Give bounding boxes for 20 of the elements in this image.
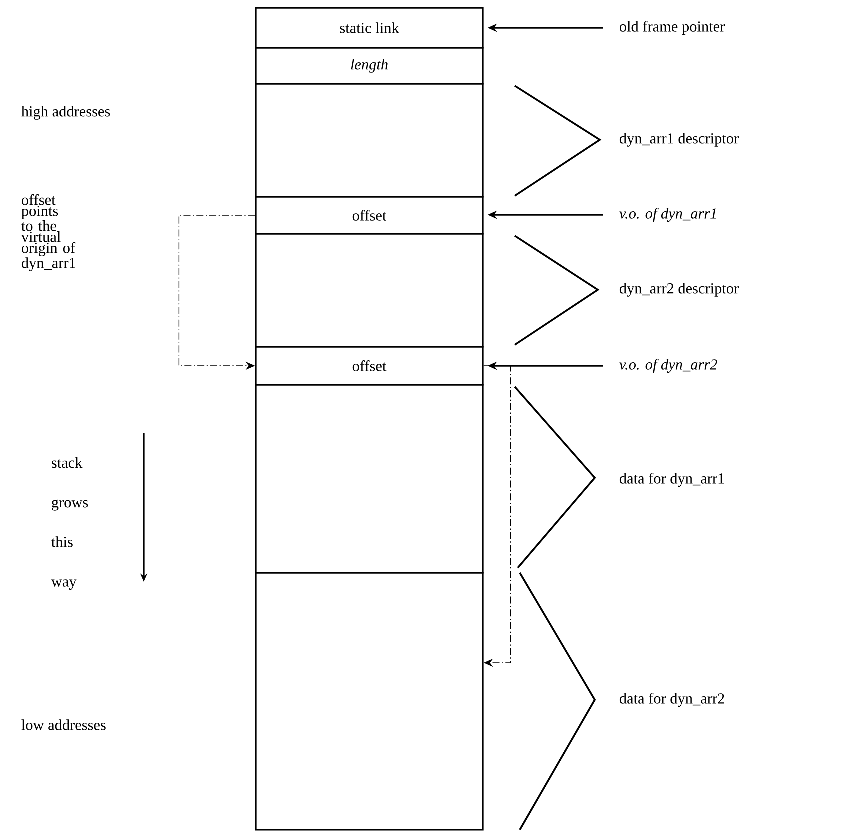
stack-cell: length <box>255 47 484 85</box>
side-label: low addresses <box>22 720 106 730</box>
pointer-label: old frame pointer <box>620 21 726 35</box>
side-label: dyn_arr1 descriptor <box>620 133 739 147</box>
side-label: dyn_arr2 descriptor <box>620 283 739 297</box>
stack-cell: offset <box>255 196 484 235</box>
side-note: offset points to the virtual origin of dyn_arr1 <box>21 194 76 272</box>
stack-cell: static link <box>255 7 484 49</box>
pointer-label: v.o. of dyn_arr1 <box>620 208 716 222</box>
stack-block <box>255 83 484 198</box>
stack-block <box>255 572 484 831</box>
side-label: data for dyn_arr1 <box>620 472 724 487</box>
stack-block <box>255 384 484 574</box>
stack-block <box>255 233 484 348</box>
stack-cell: offset <box>255 346 484 386</box>
side-note: stack grows this way <box>51 457 88 590</box>
pointer-label: v.o. of dyn_arr2 <box>620 358 718 373</box>
arrow <box>483 366 512 668</box>
side-label: high addresses <box>22 106 110 120</box>
side-label: data for dyn_arr2 <box>620 692 724 707</box>
